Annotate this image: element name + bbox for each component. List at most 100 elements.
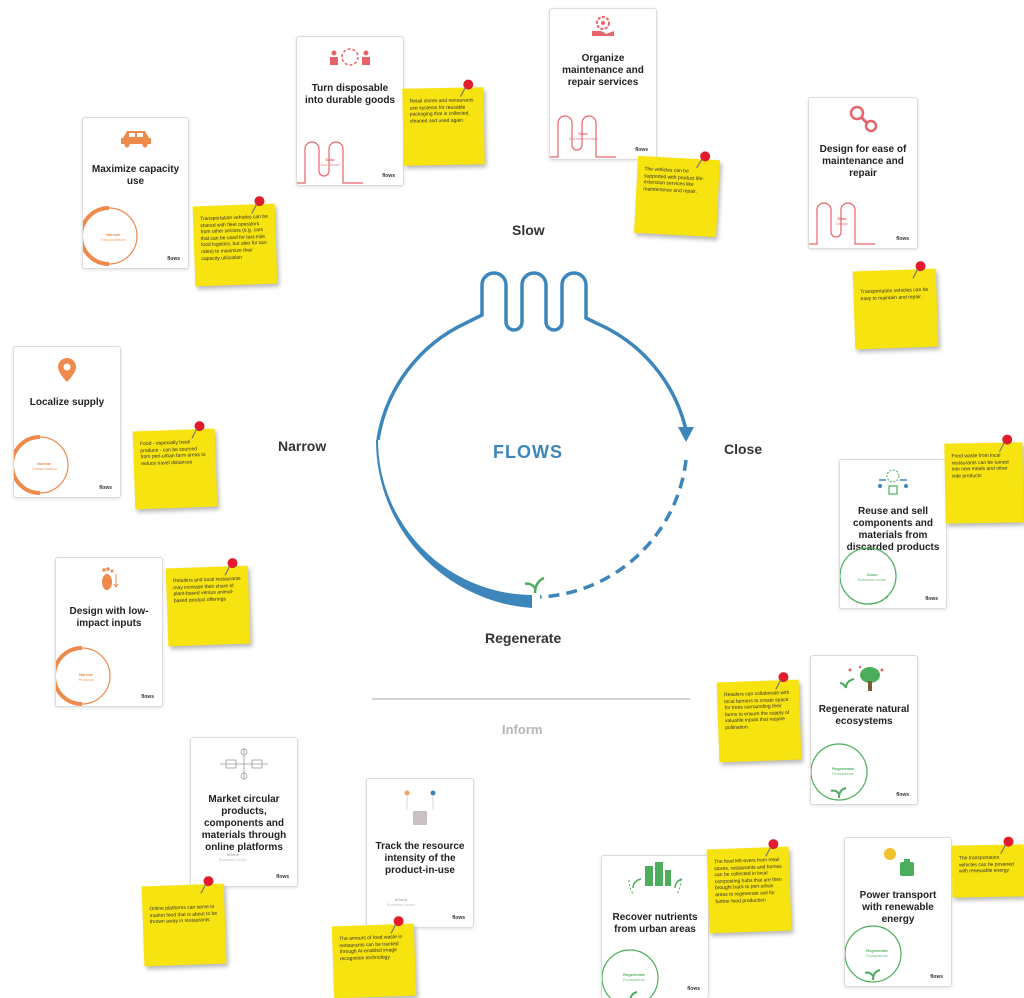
note-text: Food waste from local restaurants can be… xyxy=(951,452,1009,480)
card-tag: Slow xyxy=(325,157,335,162)
card-regenerate-eco[interactable]: Regenerate natural ecosystems Regenerate… xyxy=(810,655,918,805)
card-market[interactable]: Market circular products, components and… xyxy=(190,737,298,887)
components-icon xyxy=(878,469,908,495)
card-tag: Narrow xyxy=(37,461,51,466)
card-tag: Regenerate xyxy=(623,972,645,977)
note-text: Transportation vehicles can be shared wi… xyxy=(199,213,269,262)
card-logo: flows xyxy=(167,256,180,262)
sticky-note-design-low[interactable]: Retailers and local restaurants may incr… xyxy=(165,558,251,647)
card-tag: Inform xyxy=(394,897,408,902)
note-text: Retail stores and restaurants use system… xyxy=(409,97,474,125)
note-text: Transportation vehicles can be easy to m… xyxy=(860,286,929,302)
location-pin-icon xyxy=(58,358,76,382)
card-tag-sub: Products xyxy=(78,677,94,682)
pin-icon xyxy=(224,558,238,576)
narrow-circle-icon xyxy=(14,435,69,495)
card-title: Market circular products, components and… xyxy=(201,794,287,853)
card-tag-sub: Ecosystems xyxy=(623,977,645,982)
card-logo: flows xyxy=(687,986,700,992)
card-power[interactable]: Power transport with renewable energy Re… xyxy=(844,837,952,987)
note-text: The vehicles can be supported with produ… xyxy=(643,166,705,195)
regenerate-circle-icon xyxy=(845,925,902,983)
close-circle-icon xyxy=(840,547,897,605)
note-text: Online platforms can serve to market foo… xyxy=(149,903,218,926)
card-logo: flows xyxy=(452,915,465,921)
pin-icon xyxy=(200,876,214,894)
sticky-note-regenerate-eco[interactable]: Retailers can collaborate with local far… xyxy=(716,672,802,763)
car-icon xyxy=(120,131,151,148)
sticky-note-maximize[interactable]: Transportation vehicles can be shared wi… xyxy=(192,196,278,287)
narrow-tapered-arc xyxy=(375,440,532,608)
card-logo: flows xyxy=(930,974,943,980)
card-tag: Regenerate xyxy=(832,766,854,771)
slow-loop-icon xyxy=(809,202,875,245)
card-tag: Close xyxy=(866,572,878,577)
card-tag-sub: Business model xyxy=(568,136,598,141)
sticky-note-turn-disposable[interactable]: Retail stores and restaurants use system… xyxy=(402,79,485,166)
reuse-cycle-icon xyxy=(330,48,370,66)
tools-icon xyxy=(849,105,878,133)
card-logo: flows xyxy=(896,792,909,798)
sticky-note-design-ease[interactable]: Transportation vehicles can be easy to m… xyxy=(852,261,939,350)
card-title: Regenerate natural ecosystems xyxy=(818,704,910,727)
card-title: Maximize capacity use xyxy=(91,164,180,187)
card-logo: flows xyxy=(896,236,909,242)
card-tag-sub: Ecosystems xyxy=(832,771,854,776)
note-text: Retailers can collaborate with local far… xyxy=(723,689,790,732)
card-reuse-sell[interactable]: Reuse and sell components and materials … xyxy=(839,459,947,609)
sticky-note-reuse-sell[interactable]: Food waste from local restaurants can be… xyxy=(944,434,1024,524)
tracking-icon xyxy=(404,790,436,825)
card-design-ease[interactable]: Design for ease of maintenance and repai… xyxy=(808,97,918,249)
sun-battery-icon xyxy=(884,848,914,876)
card-tag: Slow xyxy=(578,131,588,136)
sticky-note-recover[interactable]: The food left-overs from retail stores, … xyxy=(706,839,792,934)
regenerate-circle-icon xyxy=(811,743,868,801)
city-plants-icon xyxy=(628,862,683,894)
inform-label: Inform xyxy=(502,722,543,737)
pin-icon xyxy=(459,79,474,97)
pin-icon xyxy=(775,672,789,690)
narrow-label: Narrow xyxy=(278,438,327,454)
pin-icon xyxy=(765,839,779,857)
card-tag-sub: Ecosystems xyxy=(866,953,888,958)
close-label: Close xyxy=(724,441,763,457)
tree-icon xyxy=(840,665,884,691)
card-title: Organize maintenance and repair services xyxy=(562,53,644,88)
card-title: Power transport with renewable energy xyxy=(859,890,937,925)
close-arrowhead xyxy=(678,427,694,442)
card-title: Design for ease of maintenance and repai… xyxy=(819,144,907,179)
card-track[interactable]: Track the resource intensity of the prod… xyxy=(366,778,474,928)
note-text: The food left-overs from retail stores, … xyxy=(713,856,783,905)
card-tag-sub: Transportation xyxy=(31,466,57,471)
note-text: The amount of food waste in restaurants … xyxy=(339,934,403,962)
card-tag-sub: Use phase xyxy=(320,162,340,167)
pin-icon xyxy=(1000,836,1014,855)
regenerate-label: Regenerate xyxy=(485,630,562,646)
hand-gear-icon xyxy=(592,16,614,36)
sticky-note-market[interactable]: Online platforms can serve to market foo… xyxy=(141,876,227,967)
card-tag: Narrow xyxy=(106,232,120,237)
pin-icon xyxy=(390,916,404,934)
card-organize[interactable]: Organize maintenance and repair services… xyxy=(549,8,657,160)
slow-loop-icon xyxy=(550,115,616,158)
card-title: Design with low-impact inputs xyxy=(69,606,149,629)
regenerate-circle-icon xyxy=(602,949,659,998)
pin-icon xyxy=(251,196,265,214)
sticky-note-track[interactable]: The amount of food waste in restaurants … xyxy=(331,916,417,998)
card-logo: flows xyxy=(141,694,154,700)
regenerate-sprout xyxy=(524,576,545,594)
flows-center-title: FLOWS xyxy=(493,442,563,462)
sticky-note-localize[interactable]: Food - especially fresh produce - can be… xyxy=(132,421,218,510)
slow-loop-icon xyxy=(297,141,363,184)
narrow-circle-icon xyxy=(83,206,138,266)
sticky-note-organize[interactable]: The vehicles can be supported with produ… xyxy=(634,151,720,238)
card-tag-sub: Business model xyxy=(218,857,248,862)
card-recover[interactable]: Recover nutrients from urban areas Regen… xyxy=(601,855,709,998)
pin-icon xyxy=(191,421,205,439)
sticky-note-power[interactable]: The transportation vehicles can be power… xyxy=(951,836,1024,898)
